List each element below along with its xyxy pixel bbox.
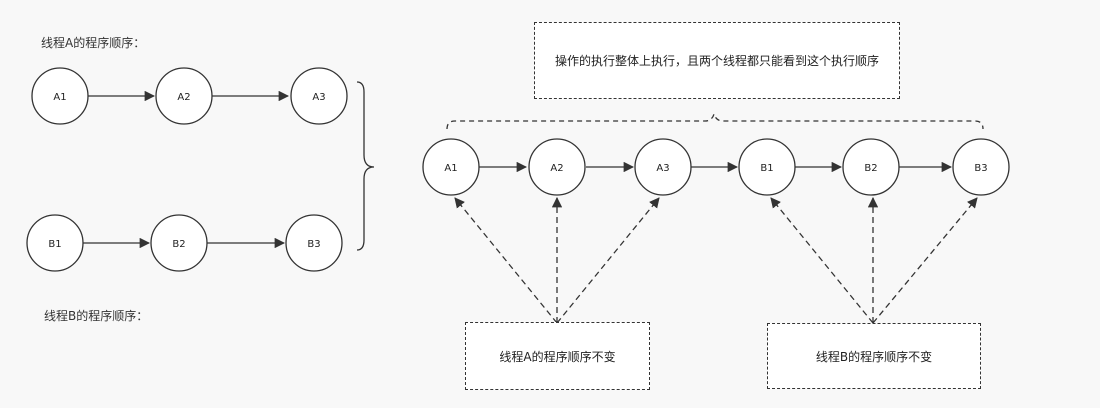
thread-b-title: 线程B的程序顺序： xyxy=(44,309,149,323)
merged-node-1: A1 xyxy=(422,138,480,196)
svg-text:A3: A3 xyxy=(312,92,325,103)
svg-text:A1: A1 xyxy=(53,92,66,103)
thread-a-note-text: 线程A的程序顺序不变 xyxy=(499,349,616,364)
svg-text:B3: B3 xyxy=(974,163,987,174)
thread-a-node-3: A3 xyxy=(290,67,348,125)
merged-node-3: A3 xyxy=(634,138,692,196)
svg-text:B1: B1 xyxy=(48,239,61,250)
overall-bracket xyxy=(446,111,984,130)
thread-a-node-2: A2 xyxy=(155,67,213,125)
thread-a-title: 线程A的程序顺序： xyxy=(41,36,146,50)
merged-node-4: B1 xyxy=(738,138,796,196)
svg-text:B3: B3 xyxy=(307,239,320,250)
merged-node-2: A2 xyxy=(528,138,586,196)
svg-text:B2: B2 xyxy=(172,239,185,250)
svg-text:A3: A3 xyxy=(656,163,669,174)
thread-a-dashed-arrow-1 xyxy=(454,197,558,324)
thread-b-dashed-arrow-1 xyxy=(770,197,874,324)
thread-a-dashed-arrow-3 xyxy=(556,197,660,324)
thread-b-dashed-arrow-3 xyxy=(872,197,978,324)
svg-text:B1: B1 xyxy=(760,163,773,174)
svg-text:A2: A2 xyxy=(177,92,190,103)
svg-text:A1: A1 xyxy=(444,163,457,174)
thread-a-node-1: A1 xyxy=(31,67,89,125)
thread-b-node-3: B3 xyxy=(285,214,343,272)
thread-b-node-2: B2 xyxy=(150,214,208,272)
merged-node-6: B3 xyxy=(952,138,1010,196)
thread-a-note-box: 线程A的程序顺序不变 xyxy=(465,322,650,390)
svg-text:A2: A2 xyxy=(550,163,563,174)
overall-note-text: 操作的执行整体上执行，且两个线程都只能看到这个执行顺序 xyxy=(554,54,879,68)
grouping-brace xyxy=(356,81,375,251)
thread-b-node-1: B1 xyxy=(26,214,84,272)
thread-b-note-text: 线程B的程序顺序不变 xyxy=(815,349,933,364)
thread-b-note-box: 线程B的程序顺序不变 xyxy=(767,323,981,389)
svg-text:B2: B2 xyxy=(864,163,877,174)
overall-note-box: 操作的执行整体上执行，且两个线程都只能看到这个执行顺序 xyxy=(534,22,900,99)
merged-node-5: B2 xyxy=(842,138,900,196)
